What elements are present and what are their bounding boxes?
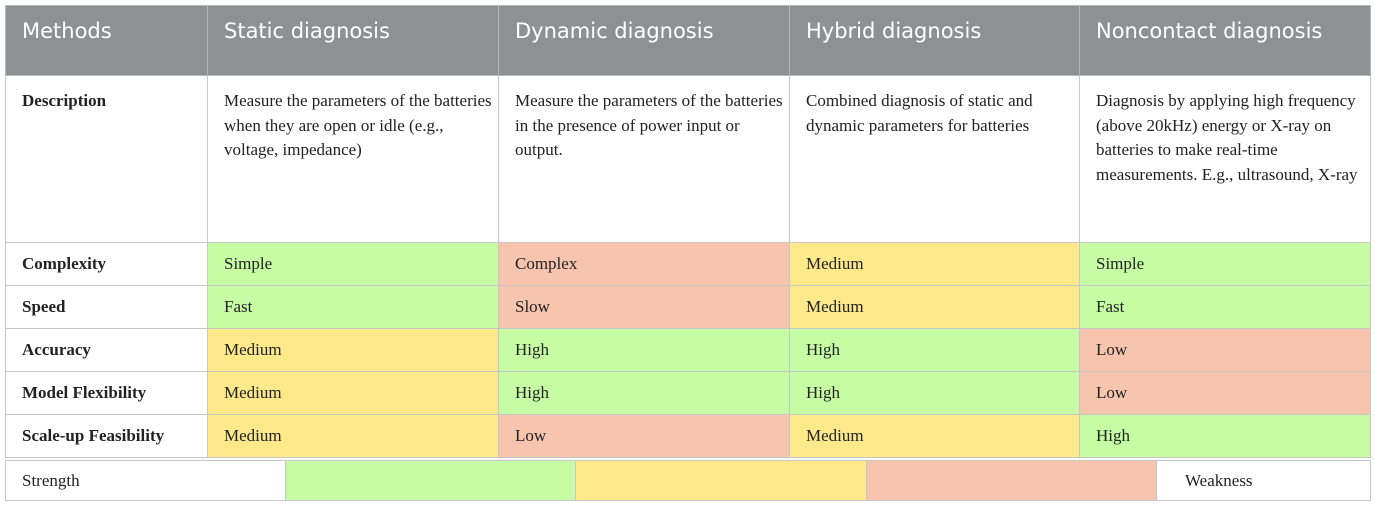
rating-cell: Low (498, 414, 790, 458)
rating-cell: Medium (789, 285, 1080, 329)
rating-cell: Medium (207, 371, 499, 415)
description-row: Description Measure the parameters of th… (5, 75, 1371, 243)
rating-cell: Complex (498, 242, 790, 286)
accuracy-row: Accuracy Medium High High Low (5, 328, 1371, 372)
description-dynamic: Measure the parameters of the batteries … (498, 75, 790, 243)
legend-swatch-moderate (575, 460, 867, 501)
header-methods: Methods (5, 5, 208, 76)
header-dynamic-diagnosis: Dynamic diagnosis (498, 5, 790, 76)
row-label-complexity: Complexity (5, 242, 208, 286)
complexity-row: Complexity Simple Complex Medium Simple (5, 242, 1371, 286)
row-label-model-flexibility: Model Flexibility (5, 371, 208, 415)
legend-strength-label: Strength (5, 460, 286, 501)
rating-cell: Low (1079, 371, 1371, 415)
scale-up-feasibility-row: Scale-up Feasibility Medium Low Medium H… (5, 414, 1371, 458)
row-label-description: Description (5, 75, 208, 243)
rating-cell: Medium (789, 242, 1080, 286)
rating-cell: Medium (207, 328, 499, 372)
speed-row: Speed Fast Slow Medium Fast (5, 285, 1371, 329)
legend-swatch-strength (285, 460, 576, 501)
header-static-diagnosis: Static diagnosis (207, 5, 499, 76)
description-noncontact: Diagnosis by applying high frequency (ab… (1079, 75, 1371, 243)
header-row: Methods Static diagnosis Dynamic diagnos… (5, 5, 1371, 76)
model-flexibility-row: Model Flexibility Medium High High Low (5, 371, 1371, 415)
rating-cell: High (498, 328, 790, 372)
row-label-scale-up-feasibility: Scale-up Feasibility (5, 414, 208, 458)
legend-swatch-weakness (866, 460, 1157, 501)
rating-cell: Fast (1079, 285, 1371, 329)
legend-weakness-label: Weakness (1156, 460, 1371, 501)
rating-cell: Medium (207, 414, 499, 458)
header-hybrid-diagnosis: Hybrid diagnosis (789, 5, 1080, 76)
description-static: Measure the parameters of the batteries … (207, 75, 499, 243)
legend-bar: Strength Weakness (5, 460, 1371, 501)
rating-cell: High (498, 371, 790, 415)
row-label-accuracy: Accuracy (5, 328, 208, 372)
rating-cell: High (789, 328, 1080, 372)
rating-cell: Simple (207, 242, 499, 286)
row-label-speed: Speed (5, 285, 208, 329)
rating-cell: Slow (498, 285, 790, 329)
rating-cell: High (789, 371, 1080, 415)
comparison-table: Methods Static diagnosis Dynamic diagnos… (5, 5, 1371, 458)
header-noncontact-diagnosis: Noncontact diagnosis (1079, 5, 1371, 76)
rating-cell: High (1079, 414, 1371, 458)
rating-cell: Medium (789, 414, 1080, 458)
legend-row: Strength Weakness (5, 460, 1371, 501)
rating-cell: Fast (207, 285, 499, 329)
description-hybrid: Combined diagnosis of static and dynamic… (789, 75, 1080, 243)
rating-cell: Low (1079, 328, 1371, 372)
rating-cell: Simple (1079, 242, 1371, 286)
